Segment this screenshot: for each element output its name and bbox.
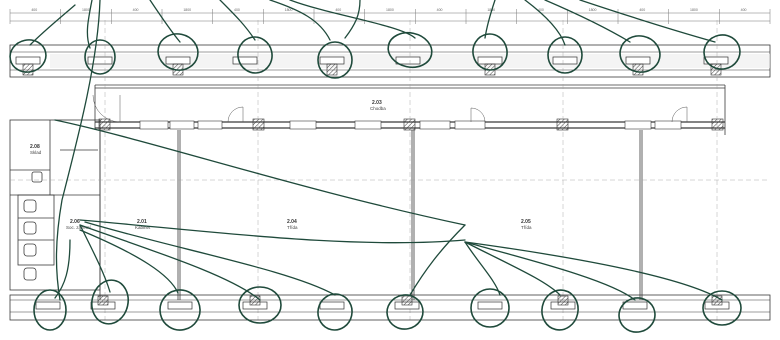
- dimension-label: 400: [437, 8, 443, 12]
- annotation-circle: [386, 294, 424, 330]
- structural-pier: [97, 295, 109, 306]
- dimension-label: 400: [639, 8, 645, 12]
- annotation-circle: [84, 39, 116, 75]
- annotation-circle: [91, 279, 129, 325]
- annotation-circle: [702, 290, 742, 326]
- dimension-label: 1800: [285, 8, 293, 12]
- dimension-label: 1800: [82, 8, 90, 12]
- annotation-circle: [317, 293, 353, 331]
- room-name-2-06: Soc. zázemí: [66, 225, 92, 230]
- top-facade: [9, 44, 771, 78]
- annotation-circle: [237, 36, 273, 74]
- corridor-wall-openings: [139, 120, 682, 130]
- dimension-label: 400: [31, 8, 37, 12]
- window-unit: [622, 301, 648, 310]
- room-name-2-08: Sklad: [30, 150, 42, 155]
- annotation-circle: [618, 297, 656, 333]
- room-name-2-01: Kabinet: [135, 225, 151, 230]
- annotation-circle: [238, 286, 282, 324]
- room-number-2-04: 2.04: [287, 219, 297, 225]
- annotation-circle: [619, 35, 661, 73]
- annotation-circle: [703, 34, 741, 70]
- annotation-lines: [29, 0, 723, 301]
- dimension-label: 1800: [589, 8, 597, 12]
- window-unit: [15, 56, 41, 65]
- annotation-circle: [470, 288, 510, 328]
- window-unit: [165, 56, 191, 65]
- room-number-2-08: 2.08: [30, 144, 40, 150]
- annotation-circle: [547, 36, 583, 74]
- structural-pier: [557, 295, 569, 306]
- corridor-piers: [98, 118, 724, 131]
- dimension-label: 400: [133, 8, 139, 12]
- annotation-circle: [159, 289, 201, 331]
- top-dimension-line: [10, 12, 770, 22]
- dimension-label: 400: [741, 8, 747, 12]
- window-unit: [319, 301, 345, 310]
- room-number-2-03: 2.03: [372, 100, 382, 106]
- dimension-ticks: [9, 9, 771, 24]
- structural-pier: [632, 63, 644, 76]
- window-unit: [35, 301, 61, 310]
- annotation-circle: [33, 289, 67, 331]
- window-unit: [477, 301, 503, 310]
- dimension-labels: 400 1800 400 1800 400 1800 400 1800 400 1800 400 18…: [31, 8, 746, 12]
- structural-pier: [249, 295, 261, 306]
- room-name-2-05: Třída: [521, 225, 532, 230]
- dimension-label: 1800: [386, 8, 394, 12]
- structural-pier: [22, 63, 34, 76]
- window-unit: [319, 56, 345, 65]
- classroom-partitions: [99, 130, 643, 300]
- annotation-circle: [317, 41, 353, 79]
- annotation-circle: [9, 39, 47, 73]
- room-labels: 2.03 Chodba 2.08 Sklad 2.06 Soc. zázemí …: [30, 100, 532, 230]
- structural-pier: [401, 295, 413, 306]
- annotation-circle: [472, 33, 508, 71]
- corridor-doors: [92, 94, 688, 123]
- annotation-circle: [541, 289, 579, 331]
- window-unit: [552, 56, 578, 65]
- dimension-label: 400: [335, 8, 341, 12]
- room-number-2-05: 2.05: [521, 219, 531, 225]
- window-unit: [232, 56, 258, 65]
- window-unit: [87, 56, 113, 65]
- room-number-2-01: 2.01: [137, 219, 147, 225]
- room-number-2-06: 2.06: [70, 219, 80, 225]
- window-unit: [477, 56, 503, 65]
- dimension-label: 1800: [690, 8, 698, 12]
- room-name-2-04: Třída: [287, 225, 298, 230]
- annotation-circle: [157, 33, 199, 71]
- dimension-label: 400: [234, 8, 240, 12]
- room-name-2-03: Chodba: [370, 106, 386, 111]
- annotation-circle: [387, 31, 433, 69]
- window-unit: [167, 301, 193, 310]
- annotation-circles: [9, 31, 742, 333]
- window-unit: [625, 56, 651, 65]
- window-unit: [395, 56, 421, 65]
- structural-pier: [326, 63, 338, 76]
- left-service-block: [9, 119, 101, 291]
- dimension-label: 1800: [183, 8, 191, 12]
- bottom-facade: [9, 294, 771, 321]
- dimension-label: 400: [538, 8, 544, 12]
